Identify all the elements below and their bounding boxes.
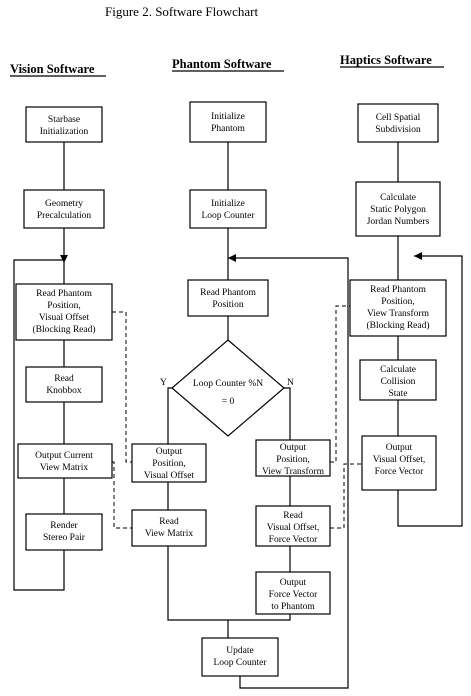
decision-yes-label: Y [160, 378, 167, 388]
header-haptics: Haptics Software [340, 53, 432, 67]
decision-loop-counter: Loop Counter %N= 0 [171, 339, 285, 437]
figure-title: Figure 2. Software Flowchart [105, 4, 258, 19]
header-phantom: Phantom Software [172, 57, 272, 71]
decision-no-label: N [287, 378, 294, 388]
svg-text:Loop Counter %N= 0: Loop Counter %N= 0 [193, 379, 263, 407]
header-vision: Vision Software [10, 62, 95, 76]
